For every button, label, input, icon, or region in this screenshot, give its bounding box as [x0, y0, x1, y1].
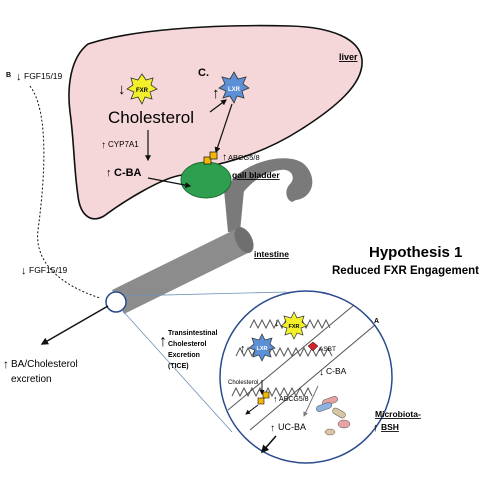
asbt-transporter — [307, 341, 319, 352]
fgf-mid-down-arrow: ↓ — [21, 265, 27, 277]
hypothesis-subtitle: Reduced FXR Engagement — [332, 265, 479, 277]
lxr-star-label: LXR — [228, 87, 241, 93]
membrane-zigzag — [231, 386, 313, 398]
zoom-line — [123, 291, 287, 297]
ucba-label: UC-BA — [278, 422, 306, 432]
cell-border — [227, 299, 361, 411]
bile-duct — [224, 176, 244, 232]
cba-label: C-BA — [114, 167, 142, 179]
microbe — [324, 428, 336, 436]
lxr-star — [218, 71, 250, 104]
c-dot-label: C. — [198, 67, 209, 79]
membrane-zigzag — [235, 346, 333, 358]
duodenum-hook — [236, 158, 313, 202]
ba-excretion-line2: excretion — [11, 374, 52, 385]
zoom-line — [121, 309, 233, 433]
ba-excretion-line1: BA/Cholesterol — [11, 359, 78, 370]
lxr-up-arrow: ↑ — [212, 85, 220, 102]
inset-abcg-label: ABCG5/8 — [279, 396, 309, 403]
microbe — [316, 402, 332, 412]
inset-abcg-transporter — [262, 391, 270, 399]
liver-label: liver — [339, 52, 358, 62]
inset-cholesterol-label: Cholesterol — [228, 380, 258, 386]
cba-to-ucba-arrow — [303, 385, 319, 417]
asbt-label: ASBT — [319, 346, 336, 353]
bsh-label: BSH — [381, 422, 399, 432]
fgf-dotted-path — [29, 85, 101, 299]
inset-abcg-transporter — [257, 397, 265, 405]
panel-a-label: A — [374, 318, 379, 325]
inset-fxr-star — [280, 311, 308, 340]
intestine-end — [234, 227, 254, 253]
inset-cba-label: C-BA — [326, 366, 347, 376]
hypothesis-title: Hypothesis 1 — [369, 244, 462, 261]
fxr-star-label: FXR — [136, 88, 149, 94]
fxr-star — [126, 73, 158, 105]
abcg-transporter — [203, 156, 212, 165]
cholesterol-label: Cholesterol — [108, 108, 194, 127]
intestine-label: intestine — [254, 249, 289, 259]
inset-lxr-star — [248, 333, 276, 362]
fgf-top-down-arrow: ↓ — [16, 71, 22, 83]
intestine-tube — [112, 228, 250, 314]
inset-circle — [219, 290, 393, 464]
cholesterol-to-lxr-arrow — [209, 99, 227, 113]
ucba-up-arrow: ↑ — [270, 423, 275, 434]
inset-fxr-down-arrow: ↓ — [274, 317, 280, 329]
fgf-top-label: FGF15/19 — [24, 71, 63, 81]
inset-lxr-up-arrow: ↑ — [240, 343, 246, 355]
inset-cba-down-arrow: ↓ — [319, 367, 324, 378]
abcg-transporter — [209, 151, 218, 160]
cba-to-gallbladder-arrow — [147, 177, 192, 189]
ba-excretion-up-arrow: ↑ — [3, 357, 9, 371]
cba-up-arrow: ↑ — [106, 167, 112, 179]
fgf-mid-label: FGF15/19 — [29, 265, 68, 275]
tice-line2: Cholesterol — [168, 341, 207, 348]
panel-b-label: B — [6, 72, 11, 79]
lxr-to-abcg-arrow — [214, 103, 233, 154]
tice-line3: Excretion — [168, 352, 200, 359]
inset-abcg-up-arrow: ↑ — [273, 394, 278, 404]
microbe — [332, 407, 346, 419]
tice-line1: Transintestinal — [168, 330, 217, 337]
excretion-arrow — [40, 305, 109, 345]
fxr-down-arrow: ↓ — [118, 81, 126, 98]
gall-bladder-label: gall bladder — [232, 170, 280, 180]
inset-abcg-out-arrow — [245, 404, 259, 415]
abcg-up-arrow: ↑ — [222, 152, 227, 163]
cyp7a1-label: CYP7A1 — [108, 140, 139, 149]
microbiota-label: Microbiota- — [375, 409, 421, 419]
inset-fxr-label: FXR — [289, 324, 300, 330]
microbe — [337, 419, 351, 429]
tice-up-arrow: ↑ — [159, 333, 167, 350]
inset-lxr-label: LXR — [257, 346, 268, 352]
gall-bladder — [180, 161, 232, 199]
intestine-lumen-circle — [105, 291, 127, 313]
cyp7a1-up-arrow: ↑ — [101, 140, 106, 151]
ucba-out-arrow — [260, 435, 277, 454]
bsh-up-arrow: ↑ — [373, 422, 379, 434]
cell-border — [249, 313, 389, 431]
abcg-label: ABCG5/8 — [228, 153, 260, 162]
tice-line4: (TICE) — [168, 363, 189, 370]
